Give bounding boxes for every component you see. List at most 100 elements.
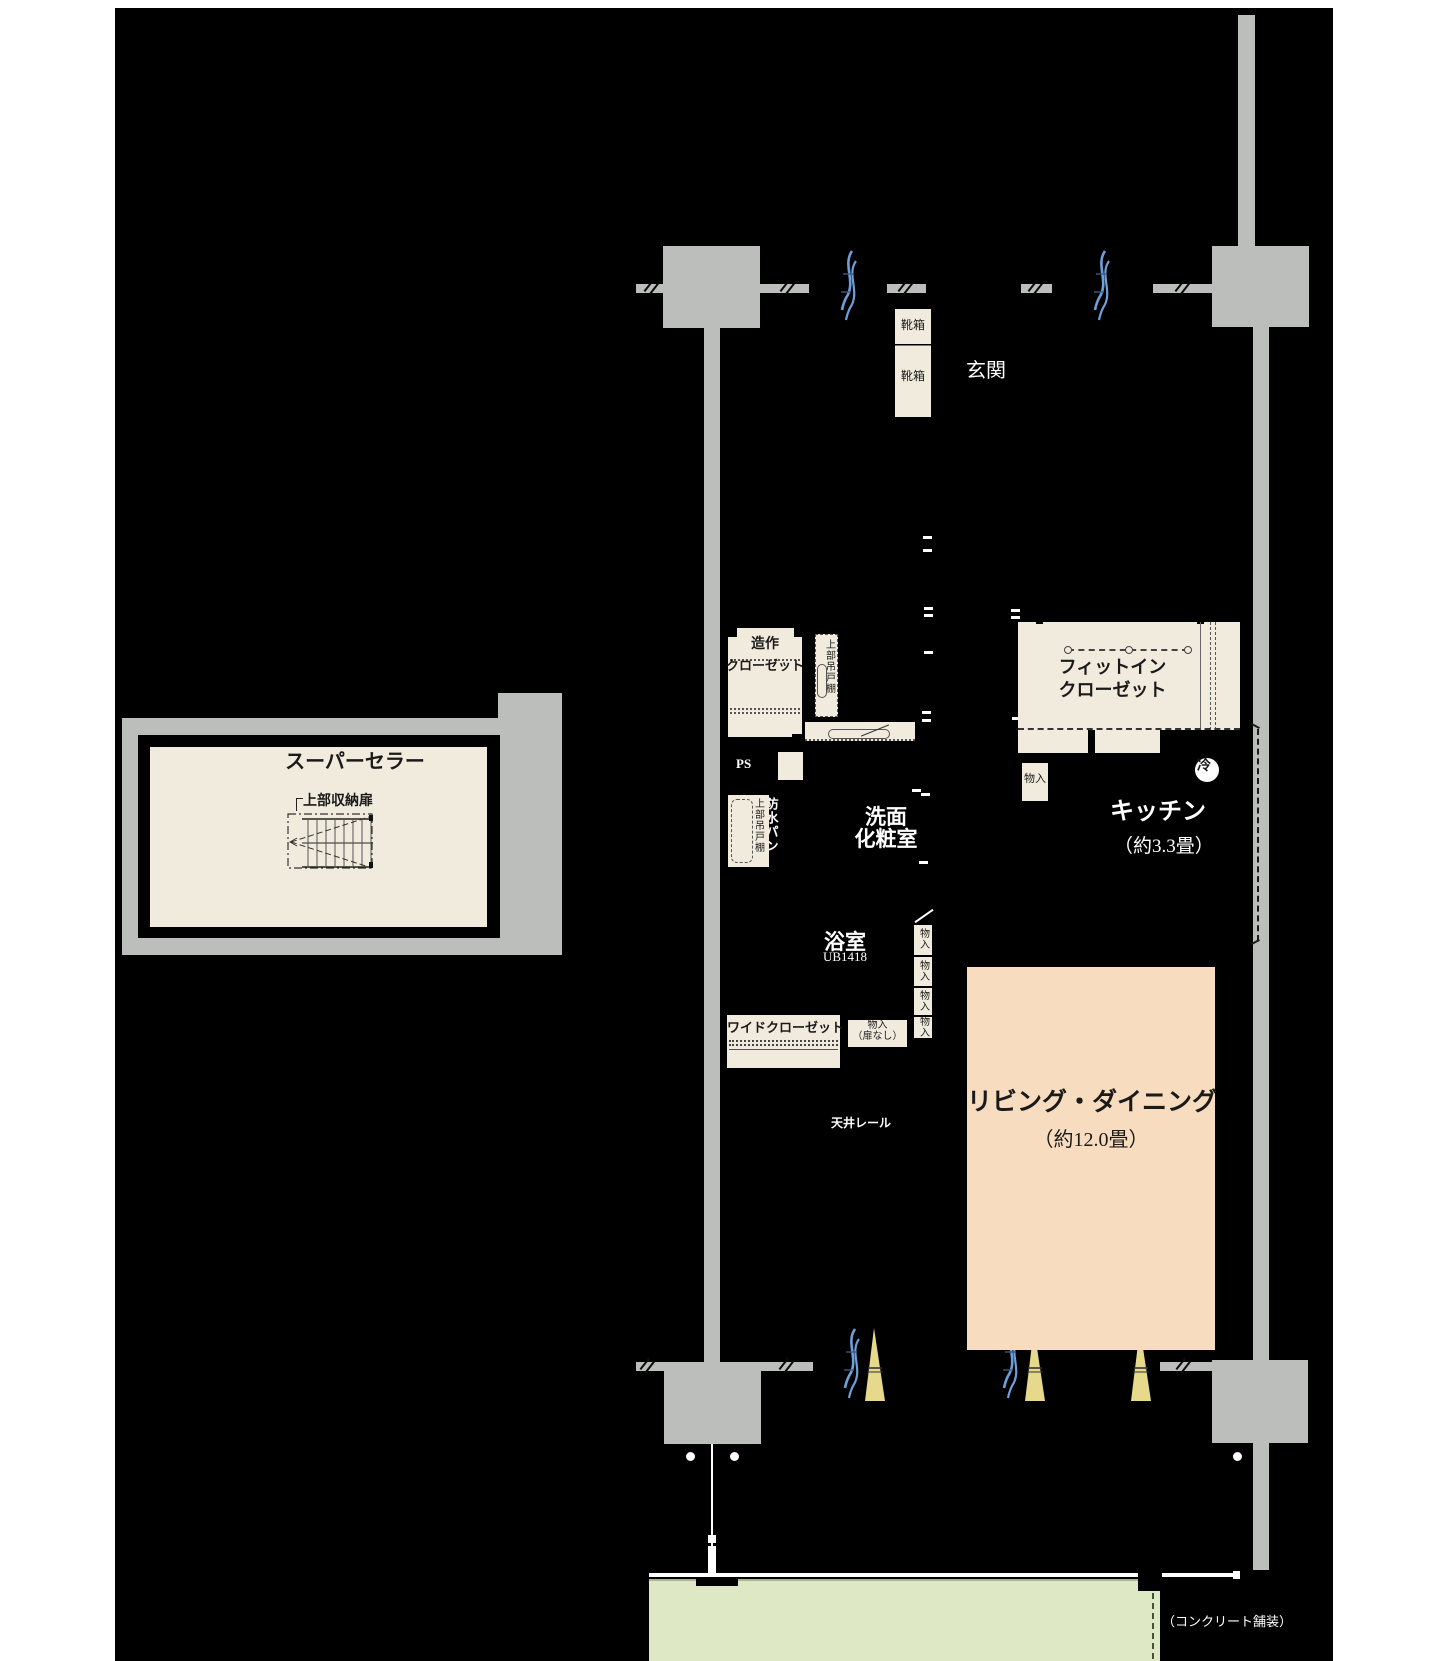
zousaku-closet-line2: クローゼット (726, 657, 805, 673)
balcony-note-label: （コンクリート舗装） (1162, 1614, 1293, 1629)
wide-closet-dash (729, 1044, 838, 1046)
drain-dot (1233, 1452, 1242, 1461)
balcony-step-mark (696, 1579, 738, 1586)
upper-storage-door-label: 上部収納扉 (303, 794, 373, 809)
storage-compartment (914, 925, 932, 955)
balcony-step-notch (1138, 1571, 1162, 1591)
shoe-box-lower (895, 345, 931, 417)
opening-tick (921, 793, 930, 796)
closet-notch (728, 628, 737, 637)
shoe-box-upper-label: 靴箱 (900, 318, 925, 332)
hanger-rail-end (1064, 646, 1072, 654)
opening-tick (923, 549, 932, 552)
opening-tick (1012, 717, 1021, 720)
wall-top-seg (1021, 284, 1052, 293)
opening-tick (923, 536, 932, 539)
upper-storage-door-bracket (296, 798, 303, 811)
storage-no-door-label: 物入 （扉なし） (848, 1020, 907, 1042)
balcony-floor-ext (1138, 1591, 1160, 1661)
balcony-dashed-line (1152, 1593, 1154, 1659)
storage-no-door-line2: （扉なし） (852, 1030, 903, 1042)
wall-stub-black (792, 734, 805, 743)
fit-in-closet-tab (1018, 730, 1088, 753)
bathroom-unit-label: UB1418 (822, 949, 868, 964)
living-dining-room (967, 967, 1215, 1350)
closet-double-dash (1215, 622, 1216, 730)
washstand-sink (828, 729, 890, 739)
balcony-divider-post (708, 1535, 716, 1543)
zousaku-closet-line1: 造作 (751, 637, 779, 652)
storage-no-door-line1: 物入 (867, 1020, 888, 1031)
balcony-divider-post (708, 1546, 716, 1573)
super-cellar-label: スーパーセラー (285, 751, 425, 773)
fit-in-closet-tab (1095, 730, 1160, 753)
waterproof-pan-box (778, 752, 803, 780)
wall-top-seg (636, 284, 663, 293)
storage-compartment (914, 1017, 932, 1038)
wall-right-vertical (1253, 327, 1269, 1570)
storage-compartment (914, 988, 932, 1015)
hanger-rail-end (1184, 646, 1192, 654)
opening-tick (924, 614, 933, 617)
shoe-box-upper (895, 309, 931, 344)
fit-in-closet-line1: フィットイン (1058, 657, 1167, 677)
opening-tick (924, 651, 933, 654)
wall-top-seg (1153, 284, 1212, 293)
cellar-stairs (287, 813, 373, 869)
opening-tick (1011, 616, 1020, 619)
closet-dotted-line (730, 712, 800, 714)
closet-bracket (1197, 616, 1204, 624)
window-symbol (843, 1328, 860, 1399)
ceiling-rail-label: 天井レール (831, 1116, 892, 1130)
fit-in-closet-label: フィットイン クローゼット (1040, 658, 1185, 700)
closet-dotted-line (730, 708, 800, 710)
upper-cabinet-b-label: 上部吊戸棚 (752, 798, 764, 853)
zousaku-closet (728, 628, 802, 698)
balcony-floor (649, 1579, 1138, 1661)
wall-top-seg (760, 284, 809, 293)
storage-compartment-label: 物入 (917, 928, 929, 950)
zousaku-closet-label: 造作 クローゼット (726, 637, 805, 673)
cabinet-pill (817, 664, 827, 698)
fit-in-closet (1018, 622, 1240, 730)
cone-symbol (1025, 1328, 1045, 1401)
washroom-line2: 化粧室 (854, 827, 918, 852)
fit-in-closet-line2: クローゼット (1058, 679, 1167, 700)
wall-bottom-seg (1160, 1362, 1212, 1371)
opening-tick (924, 607, 933, 610)
closet-bracket (1036, 616, 1043, 624)
entrance-label: 玄関 (966, 360, 1006, 382)
washroom-label: 洗面 化粧室 (848, 806, 924, 850)
kitchen-size-label: （約3.3畳） (1114, 836, 1214, 857)
fridge-symbol (1193, 756, 1221, 784)
drain-dot (686, 1452, 695, 1461)
bathroom-label: 浴室 (824, 930, 866, 954)
cellar-wall-right (498, 693, 562, 955)
cellar-frame-top (122, 718, 500, 735)
balcony-edge-line (649, 1573, 1240, 1577)
partition-track (1257, 729, 1259, 941)
upper-cabinet-a-label: 上部吊戸棚 (823, 639, 835, 694)
zousaku-closet-lower (728, 698, 802, 737)
wide-closet-dash (729, 1040, 838, 1042)
upper-cabinet-b (728, 795, 769, 867)
super-cellar-room (150, 747, 487, 927)
closet-dotted-line (730, 659, 800, 661)
wide-closet-line (729, 1049, 838, 1050)
opening-tick (912, 789, 921, 792)
storage-compartment-label: 物入 (917, 990, 929, 1012)
closet-notch (794, 628, 802, 637)
kitchen-storage-label: 物入 (1024, 773, 1046, 785)
washroom-line1: 洗面 (865, 805, 907, 829)
ps-label: PS (736, 756, 752, 771)
living-dining-size-label: （約12.0畳） (1033, 1129, 1149, 1151)
storage-compartment (914, 957, 932, 986)
pillar-bottom-left (664, 1362, 761, 1444)
opening-tick (919, 861, 928, 864)
shoe-box-lower-label: 靴箱 (900, 369, 925, 383)
hanger-rail-end (1125, 646, 1133, 654)
window-symbol (1093, 250, 1110, 321)
opening-tick (922, 711, 931, 714)
closet-divider-line (1200, 622, 1201, 730)
